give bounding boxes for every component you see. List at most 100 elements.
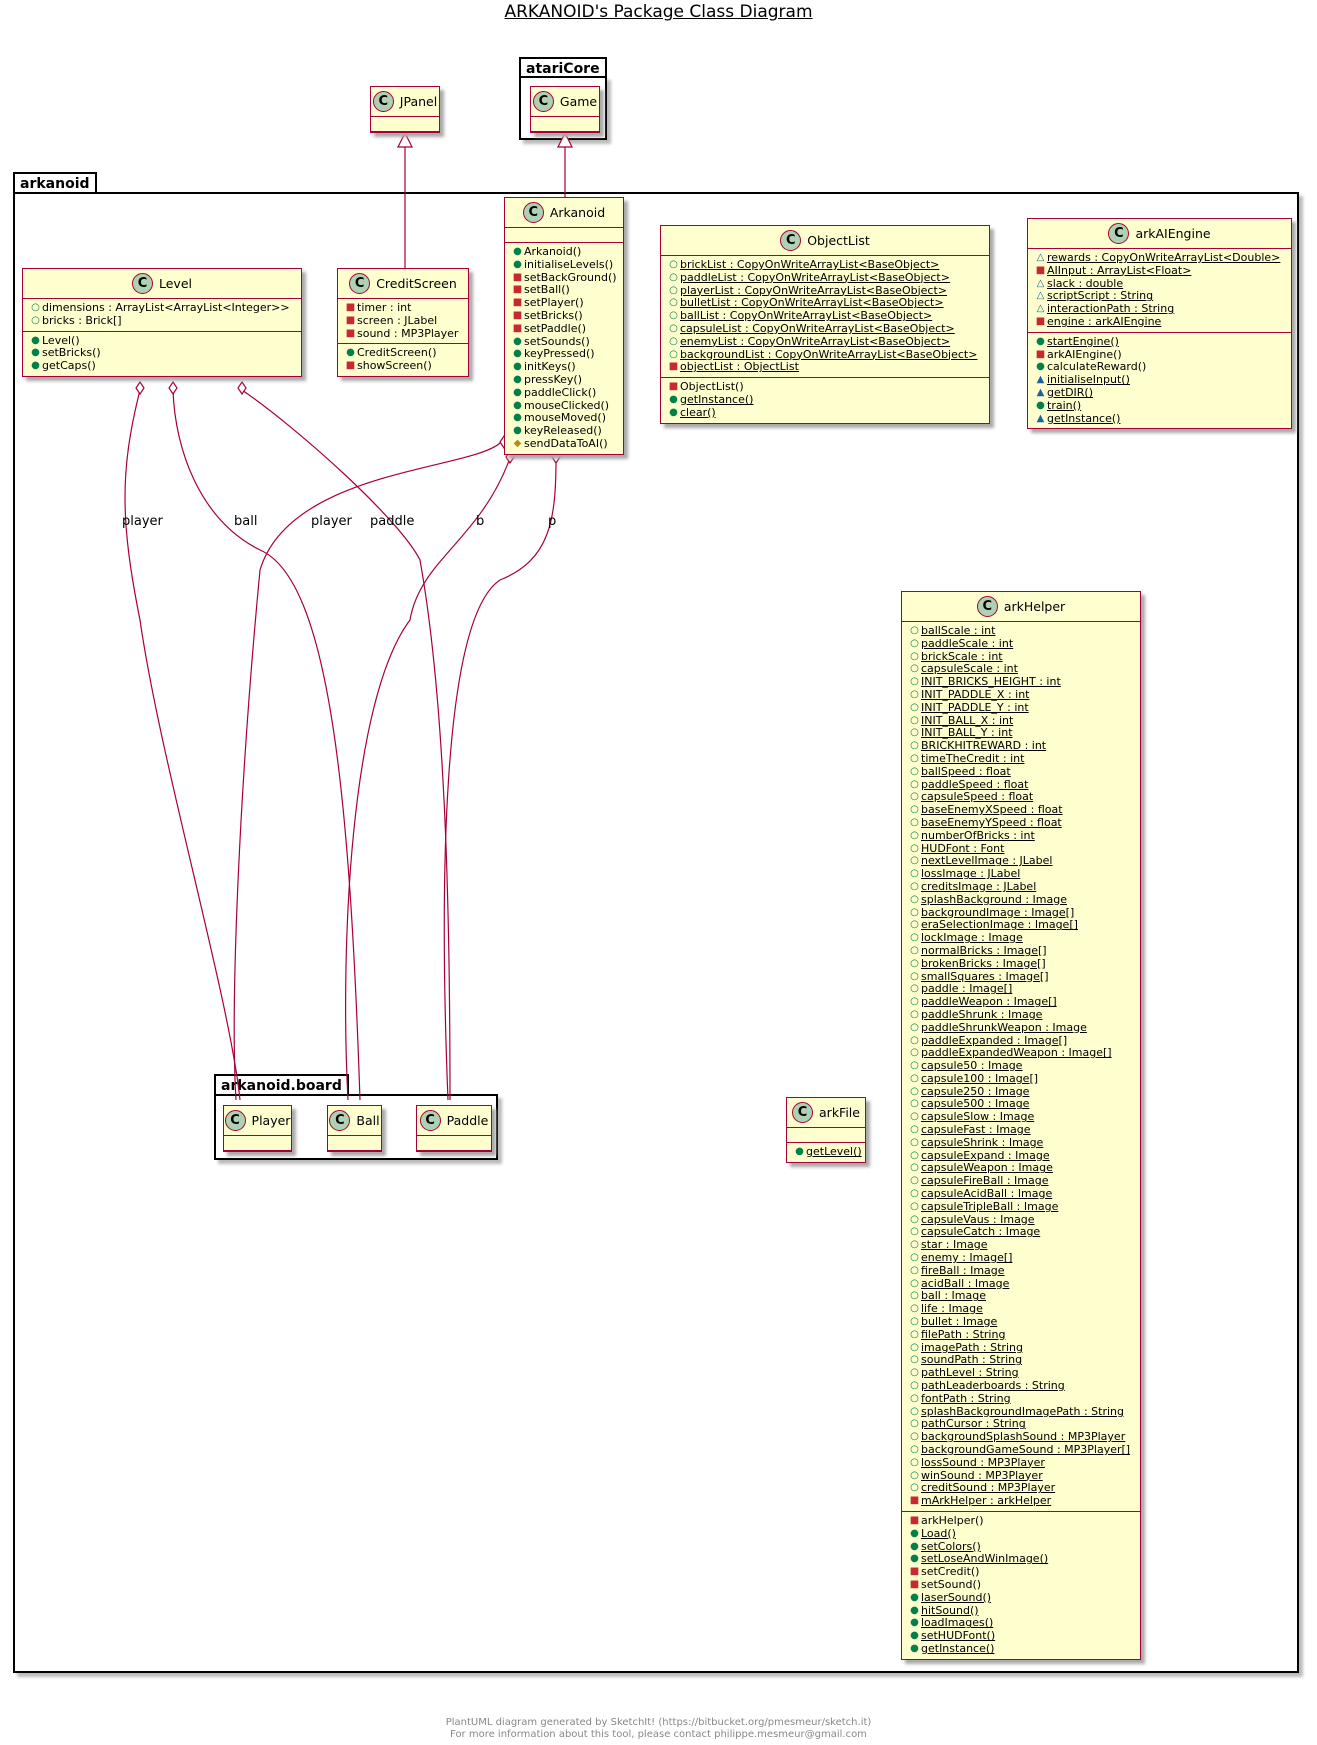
class-attribute: ○pathLevel : String <box>902 1366 1140 1380</box>
visibility-icon: ○ <box>910 1456 919 1468</box>
member-text: backgroundGameSound : MP3Player[] <box>921 1443 1131 1456</box>
class-method: ●keyPressed() <box>505 348 623 361</box>
visibility-icon: ● <box>31 334 40 346</box>
member-text: capsuleFast : Image <box>921 1123 1031 1137</box>
class-header: C Paddle <box>417 1106 491 1136</box>
class-name: arkFile <box>819 1105 860 1120</box>
member-text: mouseClicked() <box>524 398 610 412</box>
class-attribute: ○paddleExpandedWeapon : Image[] <box>902 1046 1140 1060</box>
member-text: scriptScript : String <box>1047 289 1154 303</box>
visibility-icon: ○ <box>669 322 678 334</box>
member-text: bulletList : CopyOnWriteArrayList<BaseOb… <box>680 296 944 310</box>
member-text: filePath : String <box>921 1327 1006 1341</box>
member-text: mArkHelper : arkHelper <box>921 1494 1052 1508</box>
class-attribute: ○BRICKHITREWARD : int <box>902 739 1140 753</box>
class-attribute: ○numberOfBricks : int <box>902 829 1140 843</box>
member-text: backgroundImage : Image[] <box>921 905 1075 919</box>
class-attribute: ○INIT_BRICKS_HEIGHT : int <box>902 675 1140 689</box>
visibility-icon: ● <box>1036 399 1045 411</box>
class-name: CreditScreen <box>376 276 457 291</box>
visibility-icon: ○ <box>910 1188 919 1200</box>
class-attribute: ○baseEnemyXSpeed : float <box>902 803 1140 817</box>
class-icon: C <box>372 91 394 112</box>
member-text: baseEnemyXSpeed : float <box>921 803 1063 817</box>
class-game[interactable]: C Game <box>530 86 600 133</box>
visibility-icon: ○ <box>910 1047 919 1059</box>
class-method: ●setSounds() <box>505 335 623 349</box>
member-text: arkHelper() <box>921 1513 984 1527</box>
visibility-icon: ○ <box>910 1303 919 1315</box>
class-attribute: ■AIInput : ArrayList<Float> <box>1028 264 1291 278</box>
visibility-icon: △ <box>1036 303 1045 315</box>
class-method: ●startEngine() <box>1028 335 1291 349</box>
class-method: ●getInstance() <box>902 1642 1140 1656</box>
class-paddle[interactable]: C Paddle <box>416 1105 492 1152</box>
class-attribute: ○paddleExpanded : Image[] <box>902 1034 1140 1048</box>
visibility-icon: ● <box>910 1604 919 1616</box>
class-attribute: ○lossImage : JLabel <box>902 867 1140 881</box>
class-player[interactable]: C Player <box>223 1105 292 1152</box>
class-attribute: ○capsule50 : Image <box>902 1059 1140 1073</box>
member-text: interactionPath : String <box>1047 302 1175 316</box>
member-text: brickList : CopyOnWriteArrayList<BaseObj… <box>680 258 940 271</box>
class-method: ●keyReleased() <box>505 424 623 438</box>
visibility-icon: ○ <box>910 740 919 752</box>
class-attribute: ■objectList : ObjectList <box>661 361 989 374</box>
visibility-icon: ● <box>910 1630 919 1642</box>
visibility-icon: ○ <box>910 842 919 854</box>
visibility-icon: ▲ <box>1036 386 1045 398</box>
visibility-icon: ■ <box>1035 348 1046 360</box>
class-method: ●initialiseLevels() <box>505 258 623 272</box>
member-text: capsuleFireBall : Image <box>921 1174 1049 1188</box>
class-method: ●setBricks() <box>23 347 301 360</box>
member-text: paddleList : CopyOnWriteArrayList<BaseOb… <box>680 270 950 284</box>
member-text: showScreen() <box>357 359 432 373</box>
class-ball[interactable]: C Ball <box>327 1105 382 1152</box>
visibility-icon: ○ <box>910 778 919 790</box>
member-text: engine : arkAIEngine <box>1047 314 1162 328</box>
member-text: bricks : Brick[] <box>42 313 122 327</box>
member-text: setSound() <box>921 1577 982 1591</box>
member-text: setPaddle() <box>524 321 587 335</box>
class-attribute: ○capsuleTripleBall : Image <box>902 1200 1140 1214</box>
class-attribute: ■timer : int <box>338 301 468 315</box>
member-text: arkAIEngine() <box>1047 347 1122 361</box>
class-attribute: ○brickScale : int <box>902 650 1140 664</box>
visibility-icon: ○ <box>910 932 919 944</box>
class-attribute: ○acidBall : Image <box>902 1277 1140 1291</box>
visibility-icon: ○ <box>910 1290 919 1302</box>
visibility-icon: ○ <box>910 1213 919 1225</box>
member-text: setLoseAndWinImage() <box>921 1552 1049 1566</box>
visibility-icon: ○ <box>910 1008 919 1020</box>
member-text: winSound : MP3Player <box>921 1468 1043 1482</box>
visibility-icon: ■ <box>512 309 523 321</box>
visibility-icon: ○ <box>910 1021 919 1033</box>
member-text: ballList : CopyOnWriteArrayList<BaseObje… <box>680 309 933 323</box>
member-text: paddle : Image[] <box>921 982 1013 996</box>
member-text: backgroundSplashSound : MP3Player <box>921 1430 1126 1444</box>
member-text: paddleClick() <box>524 385 597 399</box>
class-method: ●clear() <box>661 406 989 420</box>
class-attribute: ○bricks : Brick[] <box>23 313 301 328</box>
member-text: INIT_BALL_Y : int <box>921 726 1013 740</box>
class-attribute: ○capsule500 : Image <box>902 1098 1140 1111</box>
member-text: sendDataToAI() <box>524 436 608 450</box>
member-text: train() <box>1047 398 1082 412</box>
class-attribute: ○INIT_BALL_X : int <box>902 714 1140 728</box>
visibility-icon: ○ <box>910 1162 919 1174</box>
class-method: ▲getDIR() <box>1028 385 1291 400</box>
member-text: getDIR() <box>1047 385 1094 399</box>
class-method: ●Load() <box>902 1527 1140 1541</box>
visibility-icon: ○ <box>910 996 919 1008</box>
class-jpanel[interactable]: C JPanel <box>370 86 440 133</box>
member-text: INIT_PADDLE_X : int <box>921 687 1030 701</box>
